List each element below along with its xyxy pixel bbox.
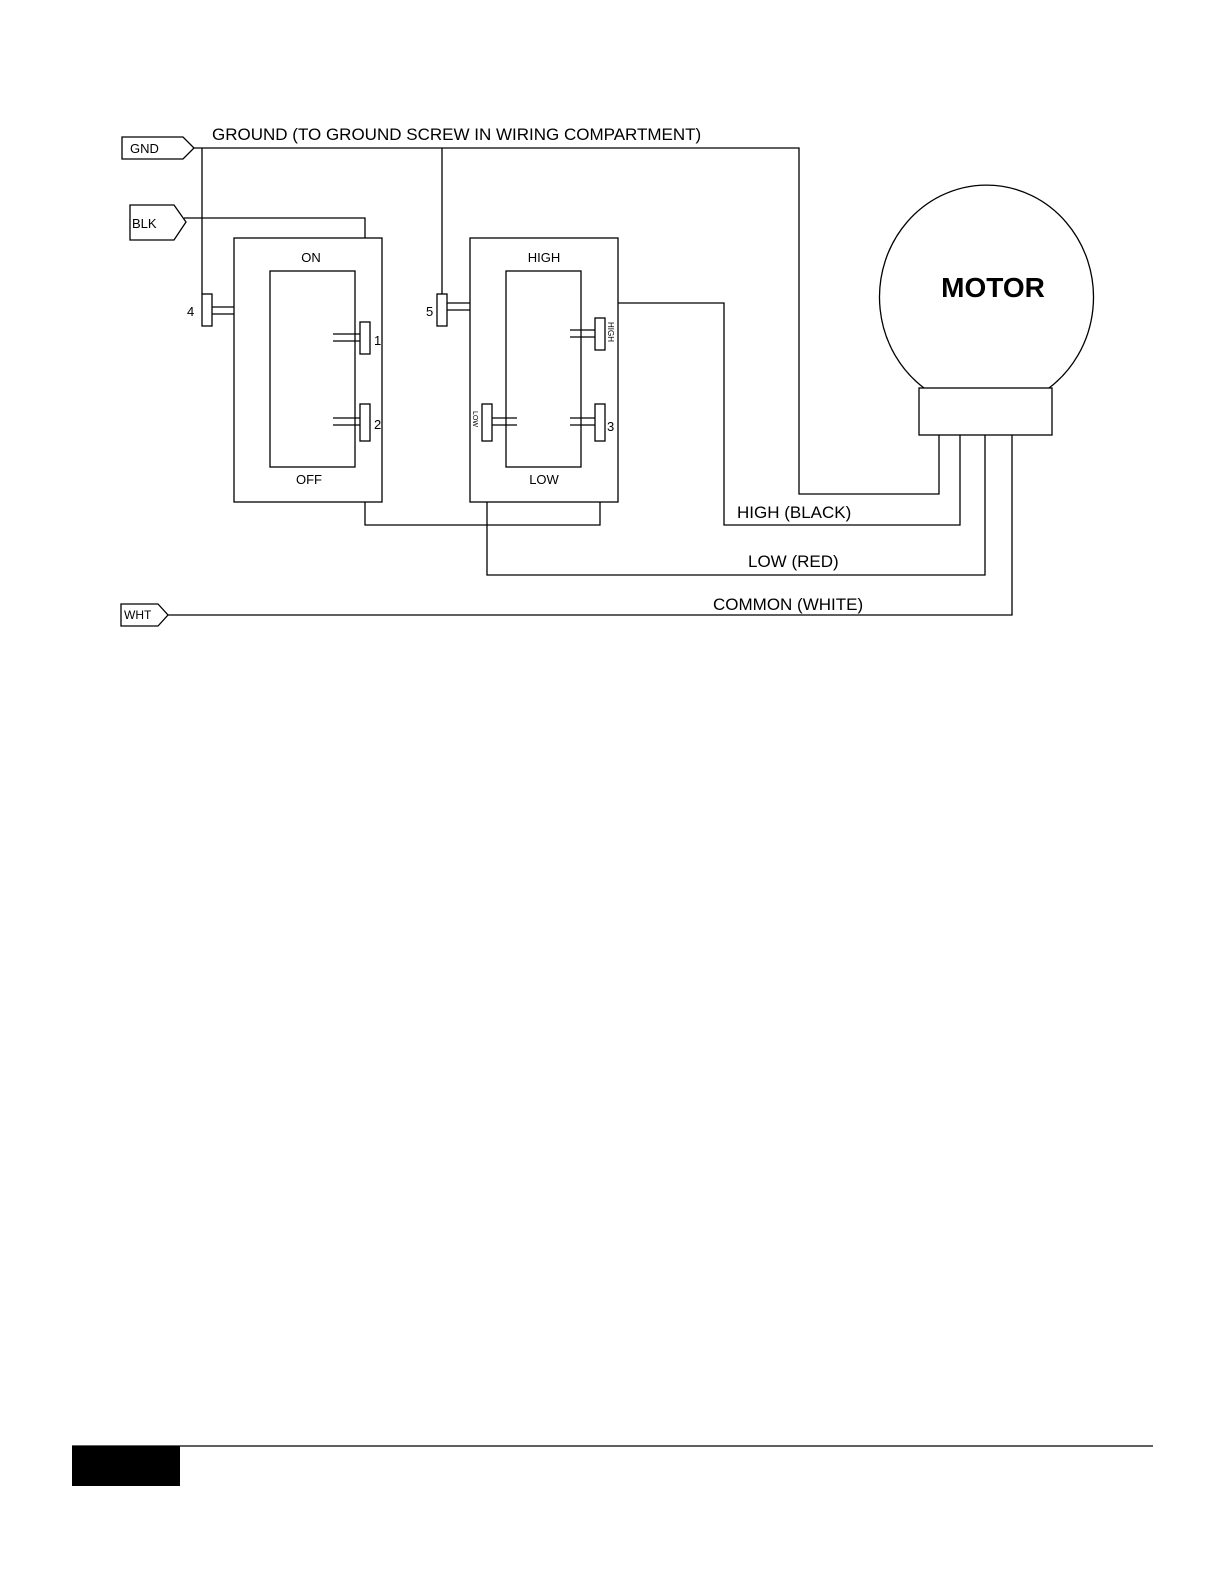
high-wire-label: HIGH (BLACK) [737, 503, 851, 522]
terminal-4-label: 4 [187, 304, 194, 319]
low-wire-label: LOW (RED) [748, 552, 839, 571]
footer-block [72, 1446, 180, 1486]
wht-connector: WHT [121, 604, 168, 626]
gnd-connector: GND [122, 137, 194, 159]
blk-connector: BLK [130, 205, 186, 240]
blk-connector-label: BLK [132, 216, 157, 231]
common-wire-label: COMMON (WHITE) [713, 595, 863, 614]
motor: MOTOR [879, 185, 1093, 435]
low-label: LOW [529, 472, 559, 487]
wht-connector-label: WHT [124, 608, 152, 622]
high-label: HIGH [528, 250, 561, 265]
gnd-connector-label: GND [130, 141, 159, 156]
terminal-high-label: HIGH [606, 322, 615, 342]
terminal-2-label: 2 [374, 417, 381, 432]
speed-switch: HIGH LOW 5 HIGH LOW 3 [426, 238, 618, 502]
terminal-low-label: LOW [471, 411, 478, 427]
ground-wire-label: GROUND (TO GROUND SCREW IN WIRING COMPAR… [212, 125, 701, 144]
motor-label: MOTOR [941, 272, 1045, 303]
terminal-5-label: 5 [426, 304, 433, 319]
terminal-1-label: 1 [374, 333, 381, 348]
off-label: OFF [296, 472, 322, 487]
on-label: ON [301, 250, 321, 265]
page-footer [72, 1446, 1153, 1486]
terminal-3-label: 3 [607, 419, 614, 434]
on-off-switch: ON OFF 4 1 2 [187, 238, 382, 502]
